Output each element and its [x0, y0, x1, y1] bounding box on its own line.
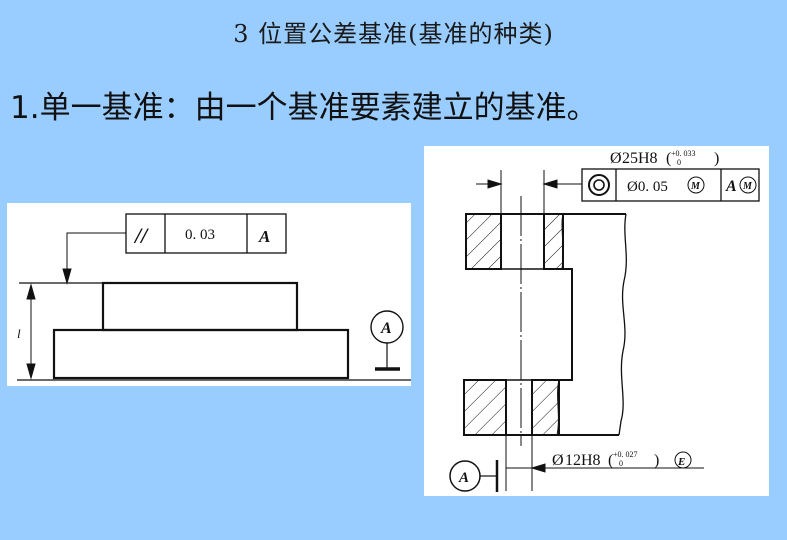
break-line [618, 213, 627, 436]
bottom-dimension-arrow [506, 463, 704, 473]
dimension-label: l [17, 326, 21, 341]
svg-text:E: E [677, 456, 685, 468]
mmc-modifier-icon: M [687, 176, 705, 194]
svg-text:+0. 027: +0. 027 [613, 450, 638, 459]
svg-text:0: 0 [677, 158, 681, 167]
figure-single-datum-concentricity: Ø 25H8 ( +0. 033 0 ) Ø0. 05 M A M [424, 146, 769, 496]
diameter-icon: Ø [610, 150, 622, 167]
concentricity-drawing: Ø 25H8 ( +0. 033 0 ) Ø0. 05 M A M [449, 149, 760, 492]
top-size-dimension: Ø 25H8 ( +0. 033 0 ) [610, 149, 719, 167]
slide-subtitle: 1.单一基准：由一个基准要素建立的基准。 [10, 90, 598, 126]
datum-mmc-modifier-icon: M [739, 176, 757, 194]
svg-text:+0. 033: +0. 033 [671, 149, 696, 158]
datum-reference: A [725, 178, 737, 195]
datum-letter: A [458, 470, 469, 486]
datum-symbol [449, 460, 499, 492]
tolerance-value: 0. 03 [185, 227, 215, 243]
diameter-icon: Ø [552, 452, 564, 469]
svg-text:M: M [742, 181, 753, 192]
envelope-requirement-icon: E [674, 451, 692, 469]
datum-symbol [370, 310, 404, 371]
datum-letter: A [380, 320, 392, 337]
top-dimension-arrows [476, 170, 582, 214]
svg-text:(: ( [608, 452, 613, 469]
lower-block [52, 328, 350, 380]
upper-flange-section [465, 213, 626, 270]
dimension-l [26, 283, 36, 380]
parallelism-drawing: // 0. 03 A l A [17, 213, 411, 381]
concentricity-icon [588, 174, 610, 196]
svg-text:25H8: 25H8 [622, 150, 658, 167]
upper-block [101, 281, 299, 332]
svg-text:): ) [714, 150, 719, 167]
bottom-size-dimension: Ø 12H8 ( +0. 027 0 ) E [552, 450, 692, 469]
slide-title: 3 位置公差基准(基准的种类) [233, 20, 554, 48]
svg-text:): ) [654, 452, 659, 469]
tolerance-value: Ø0. 05 [627, 179, 668, 195]
leader-line [62, 232, 126, 285]
svg-text:12H8: 12H8 [565, 452, 601, 469]
figure-single-datum-parallelism: // 0. 03 A l A [7, 203, 411, 386]
lower-flange-section [463, 379, 619, 436]
svg-text:M: M [690, 181, 701, 192]
feature-control-frame [581, 168, 760, 202]
datum-reference: A [258, 227, 270, 246]
svg-text:(: ( [666, 150, 671, 167]
parallelism-icon: // [133, 223, 149, 248]
svg-text:0: 0 [619, 459, 623, 468]
middle-body [559, 268, 573, 381]
